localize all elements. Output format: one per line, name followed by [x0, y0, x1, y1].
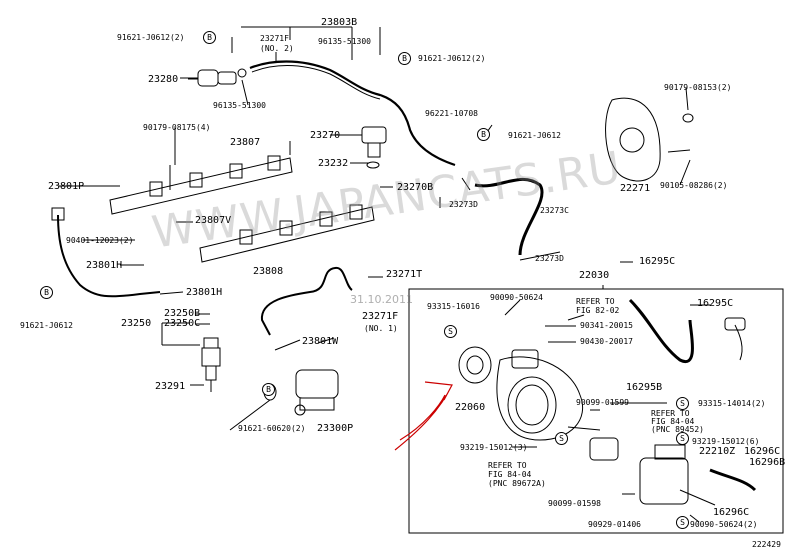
part-label: 23801P — [48, 181, 85, 192]
part-label: 90105-08286(2) — [660, 181, 728, 190]
part-label: 22060 — [455, 402, 486, 413]
fuel-delivery-pipe-23808 — [199, 204, 375, 263]
hose-16296C — [709, 468, 757, 492]
pressure-regulator-23280 — [180, 68, 247, 87]
part-label: 16296C — [713, 507, 750, 518]
part-label: 23807 — [230, 137, 261, 148]
part-label: 23291 — [155, 381, 186, 392]
part-label: 22271 — [620, 183, 651, 194]
part-label: REFER TO — [576, 297, 615, 306]
circle-b-marker: B — [40, 286, 53, 299]
part-label: 23801W — [302, 336, 339, 347]
throttle-position-sensor-22060 — [458, 346, 492, 384]
part-label: 91621-60620(2) — [238, 424, 306, 433]
pulsation-damper-23270 — [361, 126, 387, 169]
part-label: 91621-J0612 — [20, 321, 73, 330]
circle-b-marker: B — [477, 128, 490, 141]
part-label: 23232 — [318, 158, 349, 169]
hose-16295B — [628, 298, 694, 364]
part-label: 23271T — [386, 269, 423, 280]
part-label: 23273D — [449, 200, 478, 209]
date-stamp: 31.10.2011 — [350, 293, 413, 306]
part-label: (PNC 89672A) — [488, 479, 546, 488]
part-label: 96135-51300 — [318, 37, 371, 46]
part-label: 23250C — [164, 318, 201, 329]
part-label: 23250 — [121, 318, 152, 329]
part-label: 96135-51300 — [213, 101, 266, 110]
part-label: 23271F — [362, 311, 399, 322]
part-label: 90090-50624(2) — [690, 520, 758, 529]
part-label: 23273C — [540, 206, 569, 215]
part-label: FIG 82-02 — [576, 306, 620, 315]
part-label: 93315-16016 — [427, 302, 480, 311]
part-label: FIG 84-04 — [488, 470, 532, 479]
part-label: 22210Z — [699, 446, 736, 457]
fuel-hose-top — [249, 60, 456, 167]
part-label: 16296C — [744, 446, 781, 457]
part-label: 90341-20015 — [580, 321, 633, 330]
gasket-22271 — [605, 97, 694, 182]
part-label: 23270B — [397, 182, 434, 193]
fuel-injector-23291 — [201, 337, 221, 392]
circle-b-marker: B — [203, 31, 216, 44]
part-label: 23270 — [310, 130, 341, 141]
circle-s-marker: S — [555, 432, 568, 445]
fuel-filter-23300P — [263, 369, 339, 416]
part-label: 23250B — [164, 308, 201, 319]
part-label: FIG 84-04 — [651, 417, 695, 426]
part-label: 16296B — [749, 457, 786, 468]
part-label: (NO. 2) — [260, 44, 294, 53]
part-label: 22030 — [579, 270, 610, 281]
part-label: 90179-08153(2) — [664, 83, 732, 92]
part-label: 91621-J0612(2) — [418, 54, 486, 63]
figure-id: 222429 — [752, 540, 781, 549]
circle-s-marker: S — [444, 325, 457, 338]
part-label: 96221-10708 — [425, 109, 478, 118]
part-label: 90430-20017 — [580, 337, 633, 346]
part-label: 16295C — [639, 256, 676, 267]
part-label: 90090-50624 — [490, 293, 543, 302]
idle-speed-control-valve — [589, 437, 689, 505]
part-label: REFER TO — [651, 409, 690, 418]
red-annotation-arrow — [394, 381, 453, 451]
circle-s-marker: S — [676, 397, 689, 410]
throttle-body-frame — [408, 288, 784, 534]
part-label: 16295B — [626, 382, 663, 393]
fuel-pipe-23801P — [57, 214, 161, 298]
part-label: 23273D — [535, 254, 564, 263]
part-label: 23808 — [253, 266, 284, 277]
part-label: 23300P — [317, 423, 354, 434]
part-label: 90401-12023(2) — [66, 236, 134, 245]
part-label: 91621-J0612 — [508, 131, 561, 140]
part-label: 23807V — [195, 215, 232, 226]
part-label: 23801H — [186, 287, 223, 298]
part-label: 23271F — [260, 34, 289, 43]
part-label: 91621-J0612(2) — [117, 33, 185, 42]
circle-s-marker: S — [676, 516, 689, 529]
fuel-hose-23271F-no1 — [260, 266, 353, 336]
part-label: REFER TO — [488, 461, 527, 470]
part-label: 23803B — [321, 17, 358, 28]
part-label: 93219-15012(3) — [460, 443, 528, 452]
part-label: 23280 — [148, 74, 179, 85]
part-label: 16295C — [697, 298, 734, 309]
part-label: (PNC 89452) — [651, 425, 704, 434]
part-label: 93219-15012(6) — [692, 437, 760, 446]
fuel-delivery-pipe-23807 — [109, 155, 293, 215]
part-label: 90099-01599 — [576, 398, 629, 407]
part-label: 90929-01406 — [588, 520, 641, 529]
part-label: 90099-01598 — [548, 499, 601, 508]
part-label: (NO. 1) — [364, 324, 398, 333]
part-label: 93315-14014(2) — [698, 399, 766, 408]
hose-23273C — [474, 177, 544, 256]
part-label: 90179-08175(4) — [143, 123, 211, 132]
circle-s-marker: S — [676, 432, 689, 445]
part-label: 23801H — [86, 260, 123, 271]
throttle-body-22030 — [496, 349, 584, 441]
circle-b-marker: B — [262, 383, 275, 396]
circle-b-marker: B — [398, 52, 411, 65]
